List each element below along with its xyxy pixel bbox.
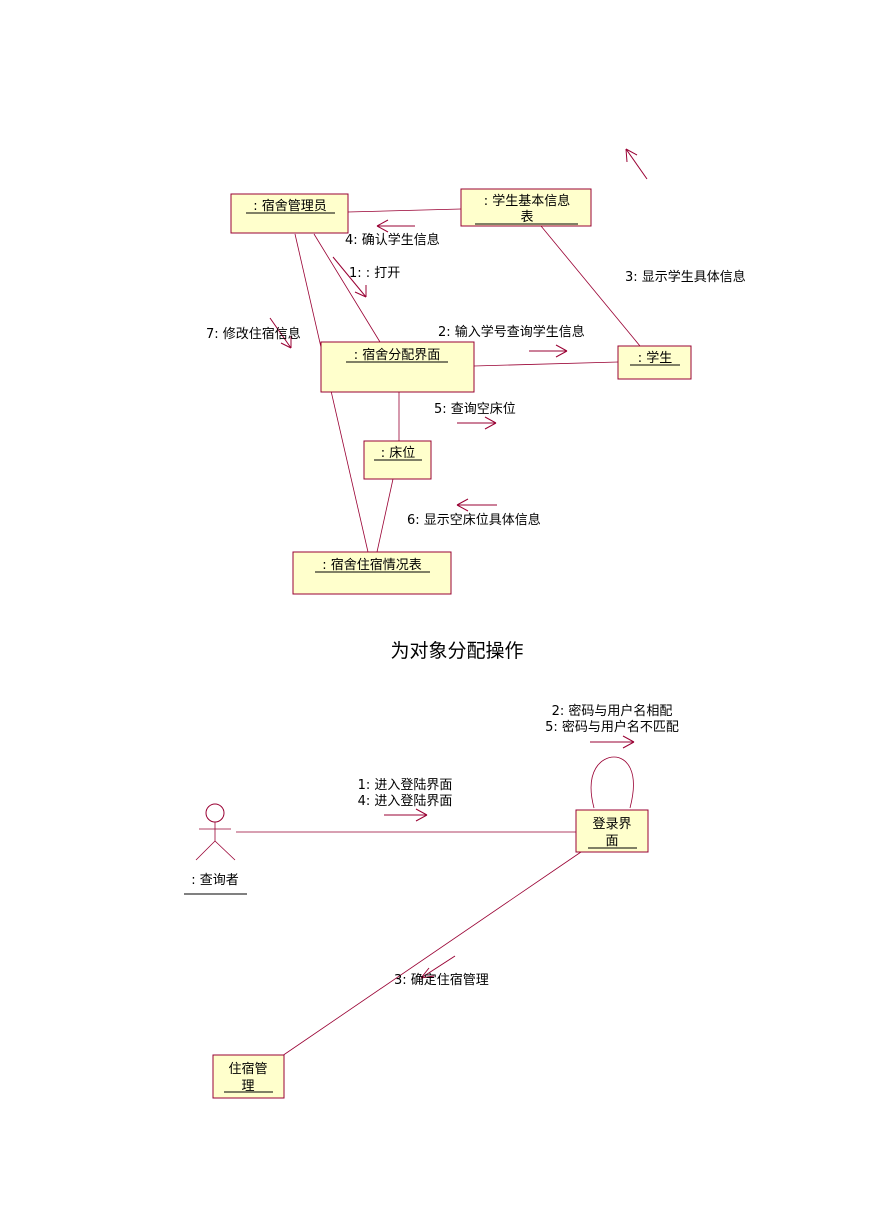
arrow-d2-msg2 [590,735,635,749]
arrow-msg5 [457,416,497,430]
arrow-d2-msg1 [384,808,428,822]
diagram1-arrows [269,148,648,512]
object-occupancy-table[interactable]: : 宿舍住宿情况表 [292,551,452,595]
arrow-d2-msg3 [420,955,456,979]
arrow-msg4 [376,219,415,233]
object-login-ui[interactable]: 登录界 面 [575,809,649,853]
diagram2-links [236,756,634,1057]
link-manager-ui [313,233,381,343]
object-student-info-table[interactable]: : 学生基本信息 表 [460,188,592,227]
message-3-label: 3: 显示学生具体信息 [625,269,746,285]
link-manager-infotable [347,208,462,213]
actor-leg-left [195,840,216,861]
message-6-label: 6: 显示空床位具体信息 [407,512,541,528]
arrow-msg7 [269,317,292,349]
message-7-label: 7: 修改住宿信息 [206,326,301,342]
arrow-stray [625,148,648,180]
section-caption: 为对象分配操作 [390,640,523,662]
diagram2-arrows [384,735,635,979]
message-4-label: 4: 确认学生信息 [345,232,440,248]
d2-message-1-label: 1: 进入登陆界面 [358,777,453,793]
message-2-label: 2: 输入学号查询学生信息 [438,324,585,340]
link-manager-occupancy [294,233,369,553]
object-login-label-line2: 面 [605,834,618,849]
link-login-lodging [281,851,582,1057]
link-ui-student [473,361,619,367]
object-info-table-label-line2: 表 [520,210,533,225]
object-bed[interactable]: : 床位 [363,440,432,480]
object-manager-label: : 宿舍管理员 [253,198,327,214]
link-infotable-student [540,225,641,347]
object-lodging-label-line2: 理 [241,1079,254,1094]
d2-message-4-label: 4: 进入登陆界面 [358,793,453,809]
arrow-msg1 [332,256,367,298]
object-occupancy-label: : 宿舍住宿情况表 [322,557,422,573]
actor-leg-right [214,840,236,861]
object-info-table-label-line1: : 学生基本信息 [484,193,571,209]
arrow-msg2 [529,344,568,358]
self-link-login [590,756,634,809]
object-allocation-ui[interactable]: : 宿舍分配界面 [320,341,475,393]
arrow-msg6 [456,498,497,512]
message-1-label: 1: : 打开 [349,266,400,281]
object-lodging-label-line1: 住宿管 [228,1061,267,1077]
object-student-label: : 学生 [638,350,673,366]
actor-head [205,803,225,823]
object-student[interactable]: : 学生 [617,345,692,380]
object-login-label-line1: 登录界 [592,817,631,832]
d2-message-3-label: 3: 确定住宿管理 [394,972,489,988]
actor-label: : 查询者 [191,873,239,888]
message-5-label: 5: 查询空床位 [434,402,516,417]
object-ui-label: : 宿舍分配界面 [354,347,441,363]
object-bed-label: : 床位 [381,446,416,461]
d2-message-5-label: 5: 密码与用户名不匹配 [545,719,679,735]
actor-querier[interactable]: : 查询者 [184,803,247,895]
d2-message-2-label: 2: 密码与用户名相配 [552,703,673,719]
link-bed-occupancy [376,478,394,553]
object-manager[interactable]: : 宿舍管理员 [230,193,349,234]
diagram1-links [294,208,641,553]
object-lodging-management[interactable]: 住宿管 理 [212,1054,285,1099]
